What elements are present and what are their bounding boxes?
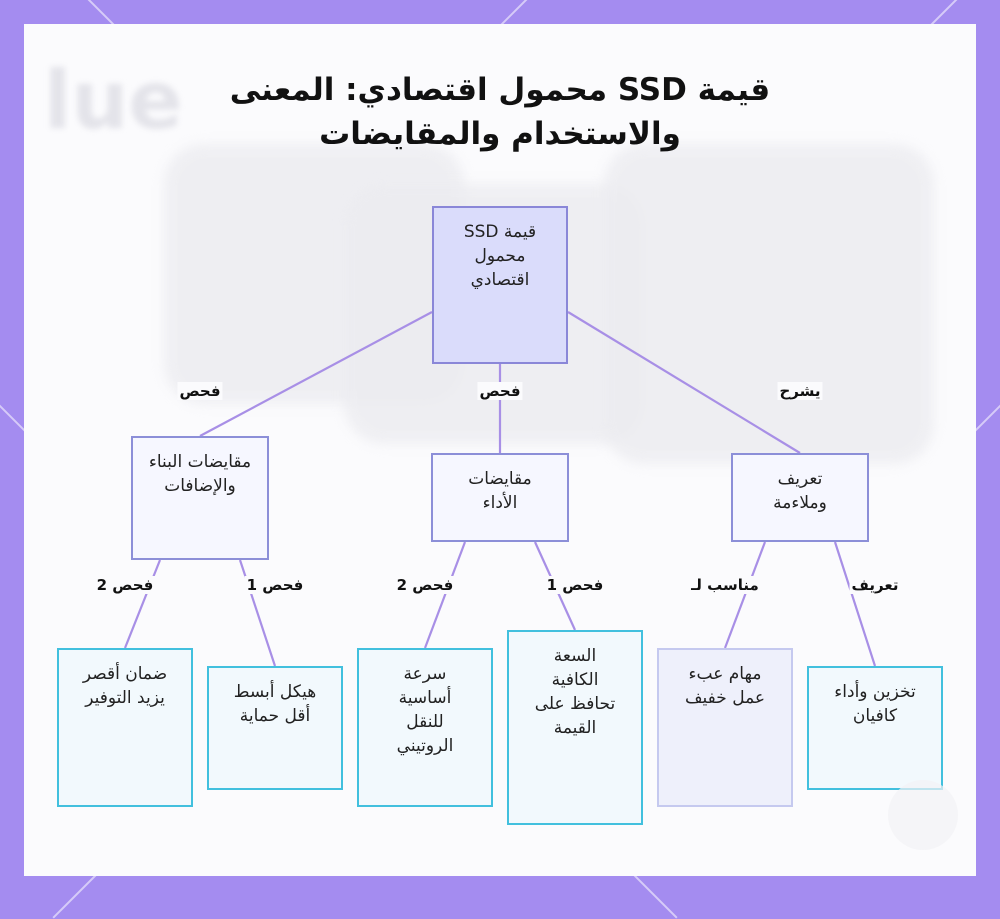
title-line-1: قيمة SSD محمول اقتصادي: المعنى <box>229 72 771 108</box>
edge-label: يشرح <box>777 382 823 400</box>
edge-label: فحص <box>177 382 223 400</box>
page-title: قيمة SSD محمول اقتصادي: المعنى والاستخدا… <box>0 68 1000 156</box>
watermark-badge <box>888 780 958 850</box>
edge-performance-speed <box>423 541 467 649</box>
node-root: قيمة SSD محمول اقتصادي <box>432 206 568 364</box>
node-build-tradeoffs: مقايضات البناء والإضافات <box>131 436 269 560</box>
node-capacity: السعة الكافية تحافظ على القيمة <box>507 630 643 825</box>
node-storage-performance: تخزين وأداء كافيان <box>807 666 943 790</box>
background-watermark: lue <box>44 54 183 147</box>
edge-label: فحص 2 <box>394 576 456 594</box>
title-line-2: والاستخدام والمقايضات <box>319 116 681 152</box>
edge-label: فحص 1 <box>244 576 306 594</box>
edge-label: فحص <box>477 382 523 400</box>
edge-label: فحص 1 <box>544 576 606 594</box>
node-chassis: هيكل أبسط أقل حماية <box>207 666 343 790</box>
node-definition-fit: تعريف وملاءمة <box>731 453 869 542</box>
edge-root-build <box>199 311 433 437</box>
node-warranty: ضمان أقصر يزيد التوفير <box>57 648 193 807</box>
edge-definition-storage <box>833 541 877 667</box>
edge-root-definition <box>567 311 801 454</box>
edge-label: تعريف <box>849 576 901 594</box>
background-image-blur <box>604 144 934 464</box>
node-performance-tradeoffs: مقايضات الأداء <box>431 453 569 542</box>
edge-label: مناسب لـ <box>689 576 761 594</box>
node-light-tasks: مهام عبء عمل خفيف <box>657 648 793 807</box>
edge-definition-light <box>723 541 767 649</box>
edge-label: فحص 2 <box>94 576 156 594</box>
node-speed: سرعة أساسية للنقل الروتيني <box>357 648 493 807</box>
edge-build-warranty <box>123 559 162 649</box>
